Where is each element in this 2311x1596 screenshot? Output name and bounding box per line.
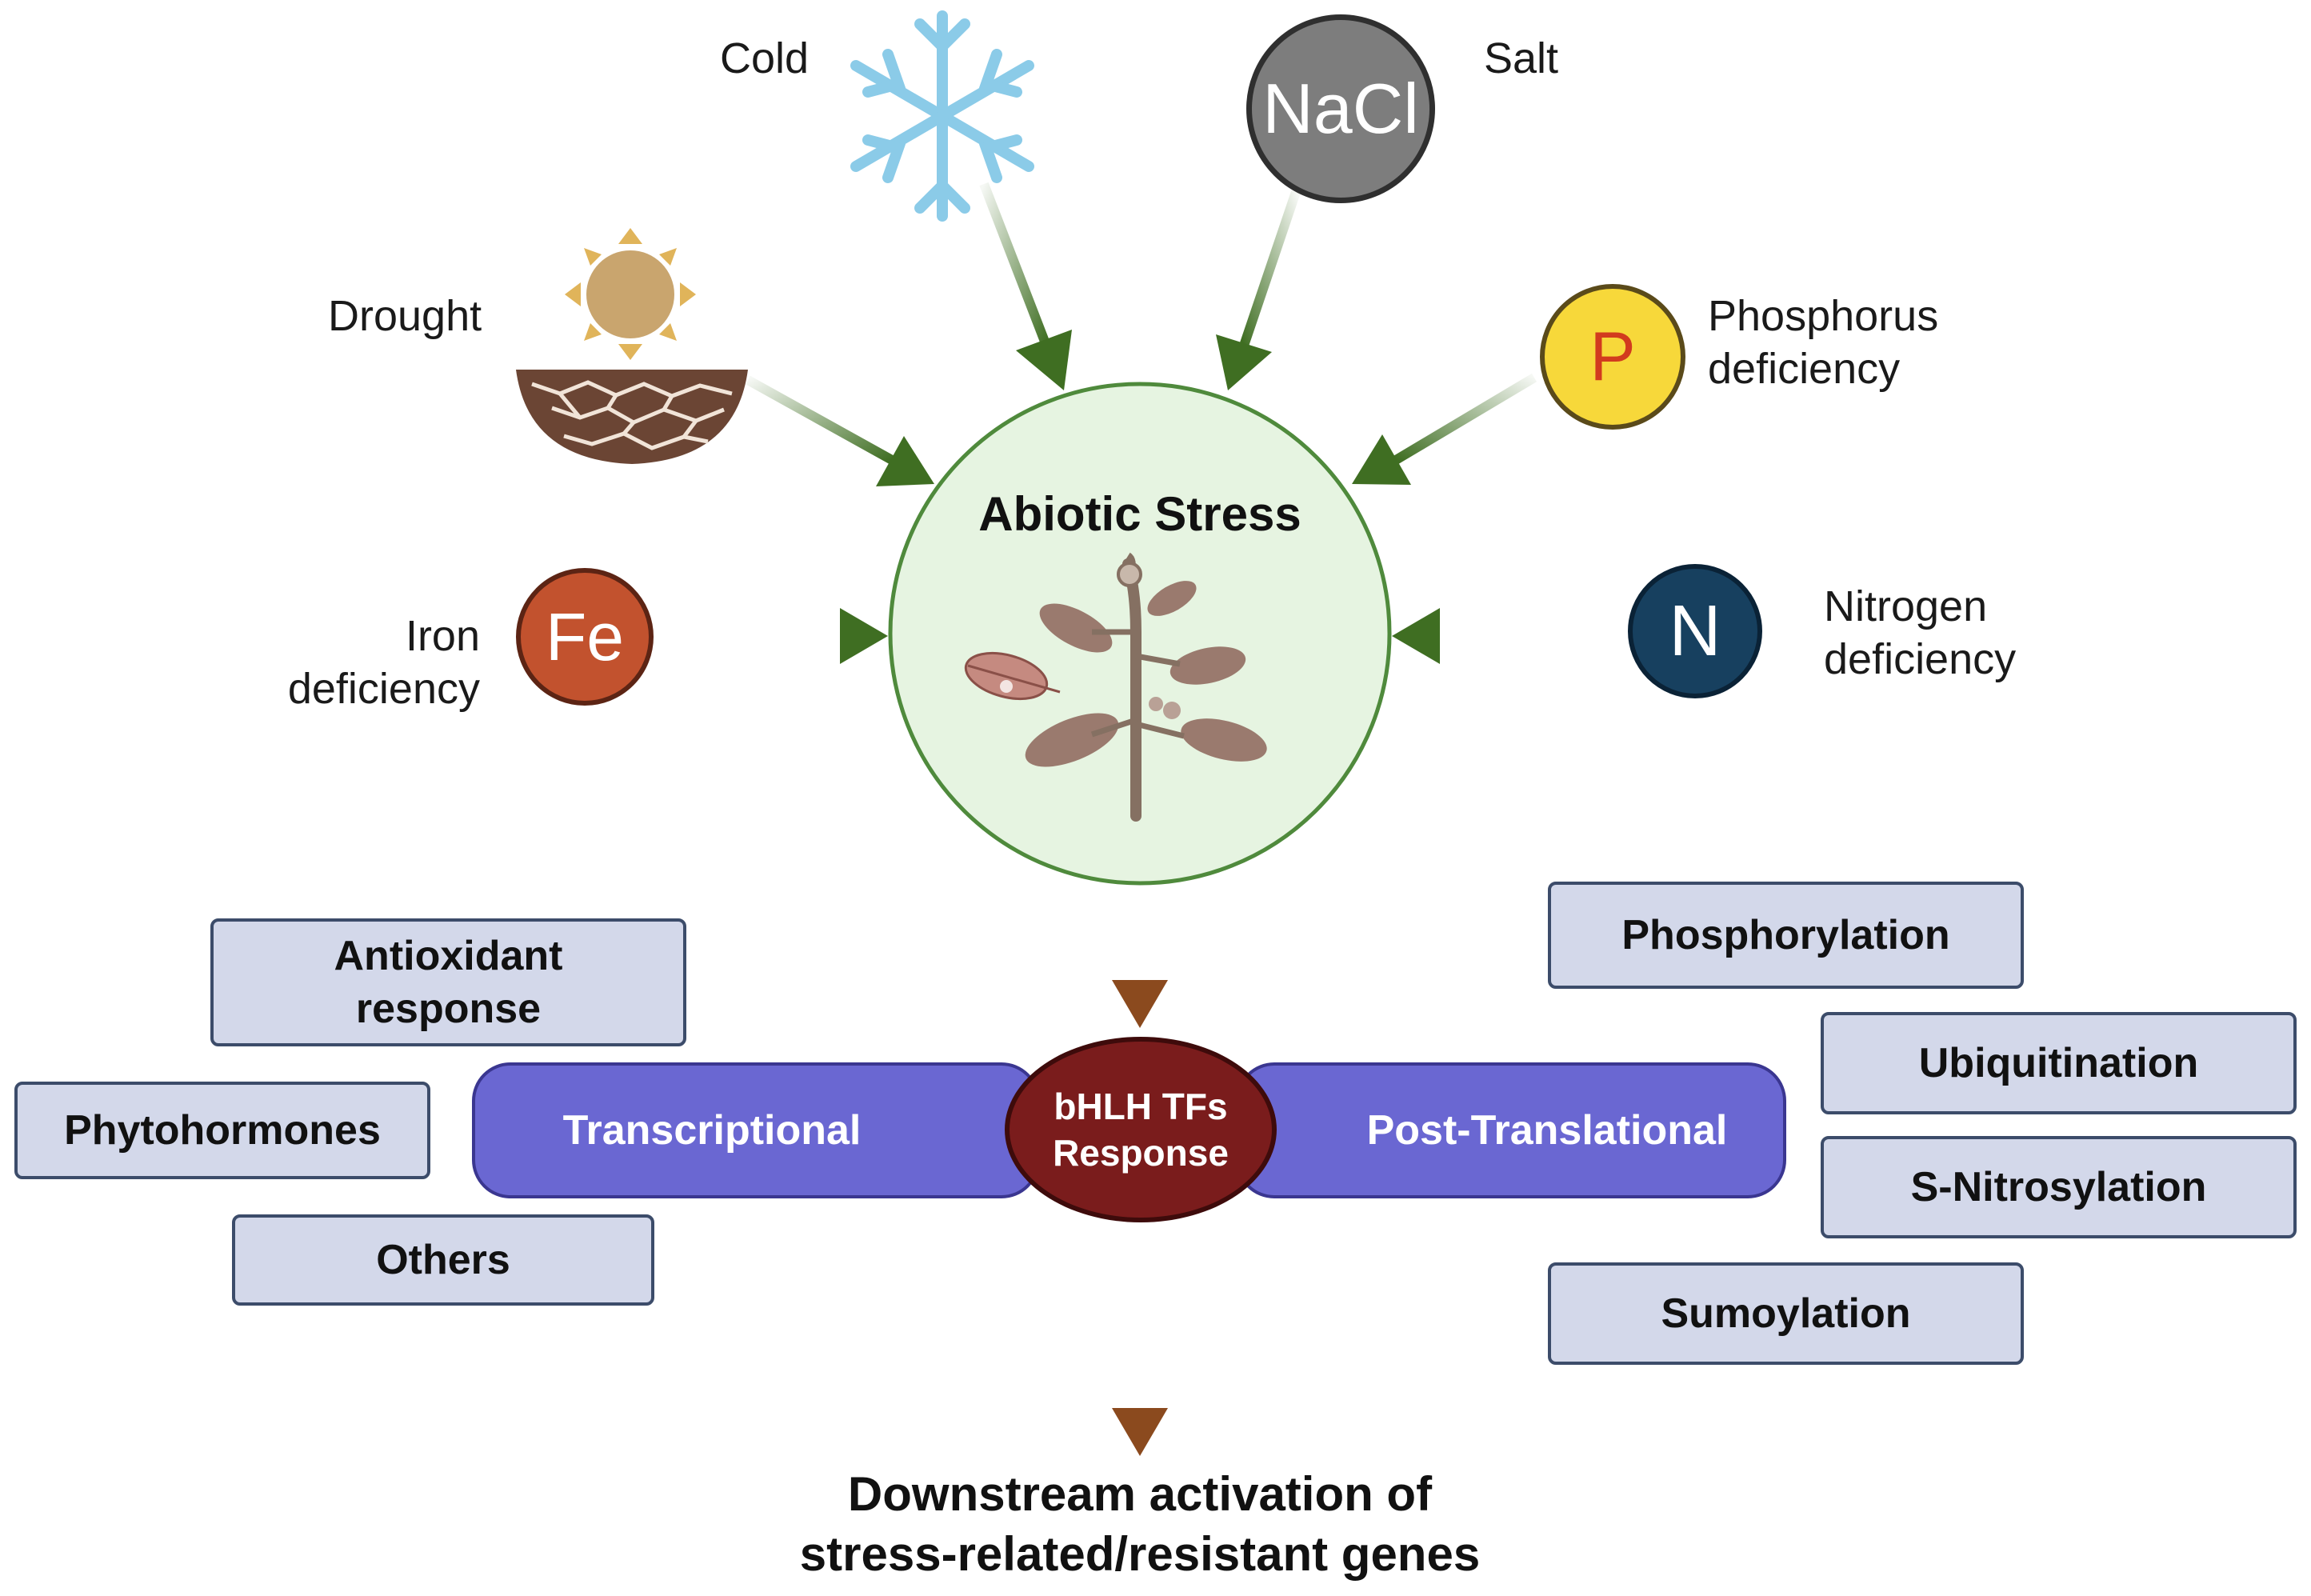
salt-arrow [1216, 190, 1301, 390]
phosphorylation-box: Phosphorylation [1548, 882, 2024, 989]
cold-arrow [979, 182, 1072, 390]
transcriptional-pill-label: Transcriptional [562, 1107, 862, 1154]
drought-arrow [746, 375, 934, 486]
hub-label-line2: Response [1053, 1132, 1229, 1174]
bhlh-response-hub: bHLH TFs Response [1005, 1037, 1277, 1222]
phytohormones-box: Phytohormones [14, 1082, 430, 1179]
response-arrow [1112, 890, 1168, 1028]
post-translational-pill-label: Post-Translational [1366, 1107, 1728, 1154]
salt-label: Salt [1484, 34, 1559, 82]
s-nitrosylation-box: S-Nitrosylation [1821, 1136, 2297, 1238]
sumoylation-box: Sumoylation [1548, 1262, 2024, 1365]
ubiquitination-box: Ubiquitination [1821, 1012, 2297, 1114]
outcome-arrow [1112, 1316, 1168, 1456]
sun-dry-soil-icon [516, 228, 748, 464]
outcome-line2: stress-related/resistant genes [799, 1527, 1481, 1581]
abiotic-stress-title: Abiotic Stress [978, 487, 1301, 541]
phosphorus-label-line2: deficiency [1708, 345, 1901, 393]
hub-label-line1: bHLH TFs [1054, 1086, 1228, 1127]
transcriptional-pill: Transcriptional [472, 1062, 1040, 1198]
outcome-line1: Downstream activation of [847, 1467, 1433, 1521]
antioxidant-line2: response [355, 986, 542, 1032]
plant-icon [964, 552, 1267, 822]
antioxidant-line1: Antioxidant [334, 933, 563, 979]
nitrogen-arrow [1392, 608, 1608, 664]
others-box: Others [232, 1214, 654, 1306]
nacl-token-icon: NaCl [1246, 14, 1435, 203]
phosphorus-arrow [1352, 373, 1537, 485]
phosphorus-label-line1: Phosphorus [1708, 292, 1939, 340]
cold-label: Cold [720, 34, 810, 82]
iron-label-line1: Iron [405, 612, 480, 660]
iron-arrow [672, 608, 888, 664]
post-translational-pill: Post-Translational [1236, 1062, 1786, 1198]
nitrogen-label-line2: deficiency [1824, 635, 2017, 683]
nitrogen-token-icon: N [1628, 564, 1762, 698]
antioxidant-response-box: Antioxidant response [210, 918, 686, 1046]
iron-label-line2: deficiency [287, 665, 480, 713]
phosphorus-token-icon: P [1540, 284, 1685, 430]
iron-token-icon: Fe [516, 568, 654, 706]
drought-label: Drought [328, 292, 482, 340]
snowflake-icon [850, 10, 1034, 222]
nitrogen-label-line1: Nitrogen [1824, 582, 1988, 630]
